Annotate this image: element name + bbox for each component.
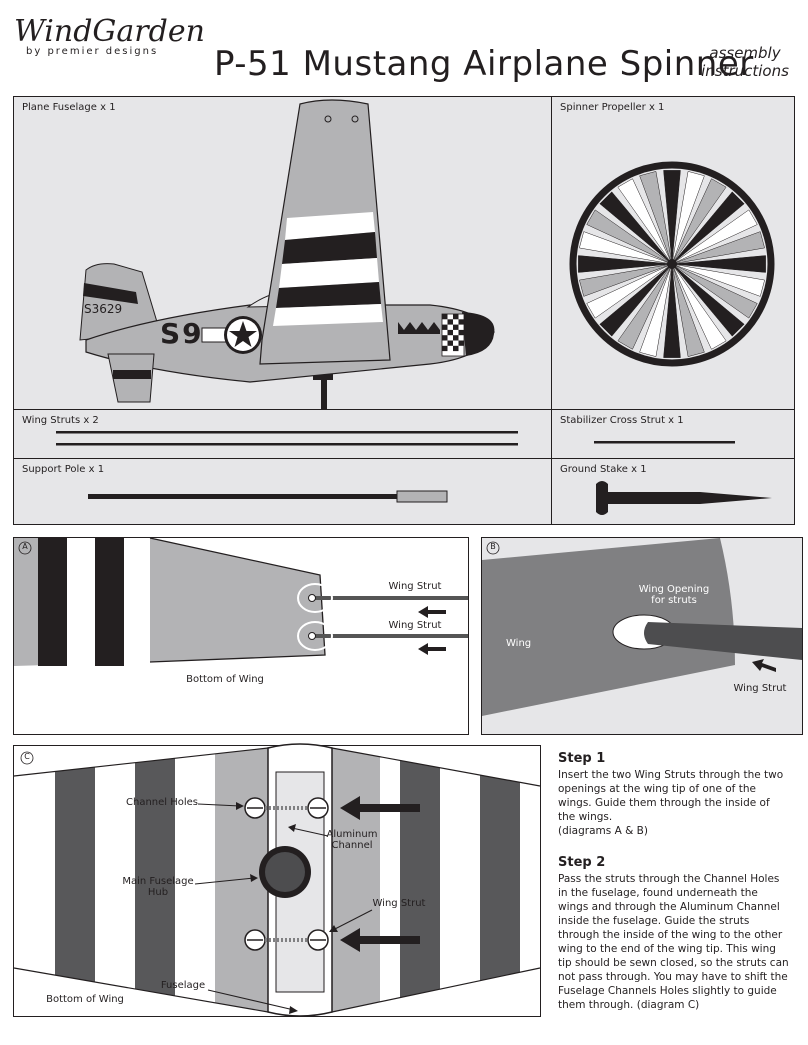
step-2-line: inside the fuselage. Guide the struts	[558, 915, 750, 927]
propeller-blade	[671, 263, 727, 350]
step-2-heading: Step 2	[558, 855, 606, 870]
propeller-blade	[663, 263, 681, 358]
label-cross-strut: Stabilizer Cross Strut x 1	[560, 415, 684, 426]
propeller-blade	[671, 255, 766, 273]
label-support-pole: Support Pole x 1	[22, 464, 105, 475]
step-1-line: (diagrams A & B)	[558, 825, 648, 837]
diagram-a-strut1-label: Wing Strut	[388, 581, 442, 592]
diagram-c-letter: C	[24, 752, 30, 761]
step-1-body: Insert the two Wing Struts through the t…	[558, 768, 793, 838]
diagram-c-aluminum-line2: Channel	[331, 840, 373, 851]
propeller-blade	[578, 255, 673, 273]
step-2-line: wing to the end of the wing tip. This wi…	[558, 943, 776, 955]
brand-logo: WindGarden	[14, 14, 205, 49]
diagram-c-aluminum-label: Aluminum Channel	[322, 829, 382, 851]
label-fuselage: Plane Fuselage x 1	[22, 102, 116, 113]
step-1-line: Insert the two Wing Struts through the t…	[558, 769, 784, 781]
diagram-b-opening-line2: for struts	[651, 595, 697, 606]
step-2-line: in the fuselage, found underneath the	[558, 887, 758, 899]
step-2-body: Pass the struts through the Channel Hole…	[558, 872, 793, 1012]
panel-cross-strut	[551, 409, 795, 459]
propeller-blade	[639, 171, 673, 265]
diagram-c-hub-label: Main Fuselage Hub	[120, 876, 196, 898]
propeller-blade	[671, 178, 727, 265]
page-subtitle: assembly instructions	[700, 44, 790, 80]
propeller-wheel	[569, 161, 775, 367]
diagram-c-wing-strut-label: Wing Strut	[372, 898, 426, 909]
label-ground-stake: Ground Stake x 1	[560, 464, 647, 475]
diagram-c-hub-line1: Main Fuselage	[122, 876, 194, 887]
step-1-line: wings. Guide them through the inside of	[558, 797, 770, 809]
diagram-c-channel-holes-label: Channel Holes	[126, 797, 199, 808]
propeller-blade	[617, 178, 673, 265]
propeller-blade	[671, 263, 758, 319]
plane-tail-code: S3629	[84, 302, 123, 316]
diagram-c-hub-line2: Hub	[147, 887, 169, 898]
panel-ground-stake	[551, 458, 795, 525]
diagram-a-letter: A	[22, 542, 28, 551]
brand-subtitle: by premier designs	[26, 46, 159, 57]
step-2-line: Pass the struts through the Channel Hole…	[558, 873, 780, 885]
label-propeller: Spinner Propeller x 1	[560, 102, 665, 113]
diagram-b-opening-label: Wing Opening for struts	[634, 584, 714, 606]
diagram-c-fuselage-label: Fuselage	[160, 980, 206, 991]
panel-wing-struts	[13, 409, 552, 459]
propeller-blade	[586, 263, 673, 319]
step-2-line: Fuselage Channels Holes slightly to guid…	[558, 985, 777, 997]
step-1-heading: Step 1	[558, 751, 606, 766]
propeller-blade	[671, 263, 705, 357]
diagram-a-bottom-label: Bottom of Wing	[186, 674, 264, 685]
propeller-blade	[671, 263, 765, 297]
plane-fuselage-code: S9	[160, 317, 204, 350]
propeller-blade	[671, 209, 758, 265]
diagram-b-letter: B	[490, 542, 496, 551]
step-2: Step 2 Pass the struts through the Chann…	[558, 855, 793, 1012]
subtitle-line-2: instructions	[701, 62, 789, 80]
diagram-a-strut2-label: Wing Strut	[388, 620, 442, 631]
step-1-line: openings at the wing tip of one of the	[558, 783, 756, 795]
propeller-blade	[663, 170, 681, 265]
step-2-line: them through. (diagram C)	[558, 999, 700, 1011]
diagram-c-bottom-label: Bottom of Wing	[46, 994, 124, 1005]
label-wing-struts: Wing Struts x 2	[22, 415, 99, 426]
panel-support-pole	[13, 458, 552, 525]
step-2-line: tip should be sewn closed, so the struts…	[558, 957, 789, 969]
propeller-blade	[671, 171, 705, 265]
propeller-blade	[617, 263, 673, 350]
propeller-blade	[599, 263, 673, 337]
diagram-b-strut-label: Wing Strut	[733, 683, 787, 694]
step-2-line: not pass through. You may have to shift …	[558, 971, 788, 983]
diagram-b-opening-line1: Wing Opening	[638, 584, 710, 595]
step-1: Step 1 Insert the two Wing Struts throug…	[558, 751, 793, 838]
propeller-blade	[586, 209, 673, 265]
step-2-line: wings and through the Aluminum Channel	[558, 901, 780, 913]
propeller-blade	[639, 263, 673, 357]
propeller-blade	[579, 231, 673, 265]
diagram-c-aluminum-line1: Aluminum	[326, 829, 378, 840]
propeller-blade	[671, 263, 745, 337]
diagram-b-wing-label: Wing	[506, 638, 532, 649]
propeller-blade	[671, 231, 765, 265]
propeller-blade	[579, 263, 673, 297]
page-title: P-51 Mustang Airplane Spinner	[214, 44, 754, 84]
step-2-line: through the inside of the wing to the ot…	[558, 929, 783, 941]
propeller-blade	[671, 191, 745, 265]
propeller-blade	[599, 191, 673, 265]
step-1-line: the wings.	[558, 811, 613, 823]
subtitle-line-1: assembly	[709, 44, 781, 62]
